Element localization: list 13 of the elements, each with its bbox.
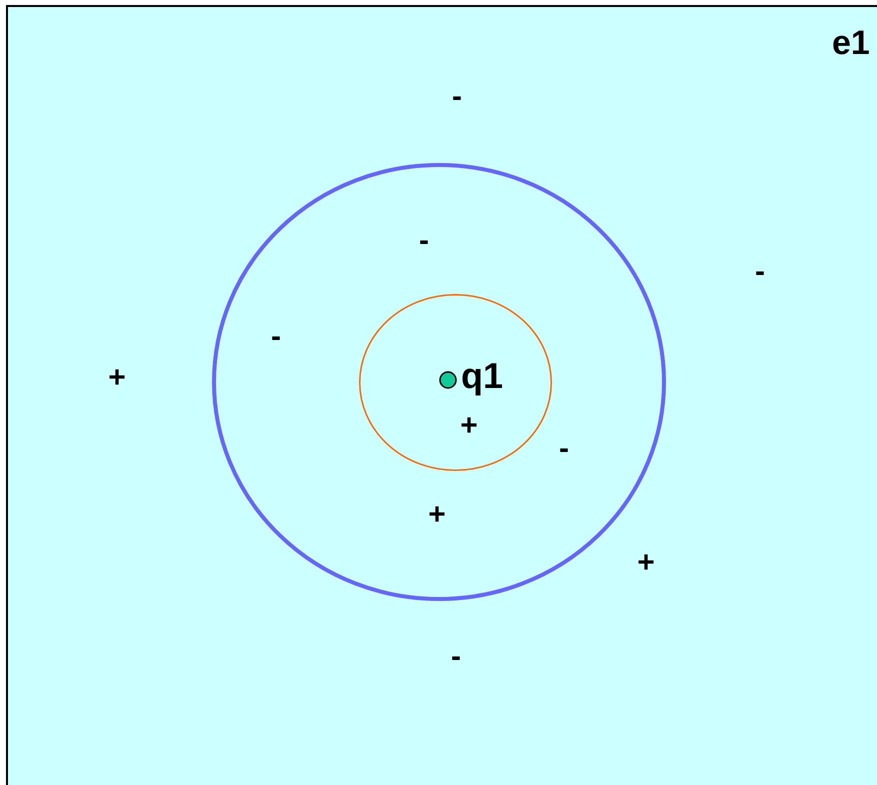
charge-sign: - bbox=[452, 82, 462, 112]
charge-sign: + bbox=[428, 500, 446, 530]
charge-sign: - bbox=[755, 257, 765, 287]
charge-sign: - bbox=[271, 322, 281, 352]
charge-sign: + bbox=[108, 363, 126, 393]
charge-sign: - bbox=[419, 226, 429, 256]
diagram-background bbox=[6, 5, 877, 785]
charge-sign: + bbox=[637, 548, 655, 578]
field-label: e1 bbox=[832, 26, 870, 60]
charge-sign: - bbox=[559, 434, 569, 464]
charge-sign: + bbox=[460, 411, 478, 441]
charge-sign: - bbox=[451, 642, 461, 672]
charge-label: q1 bbox=[461, 358, 504, 394]
